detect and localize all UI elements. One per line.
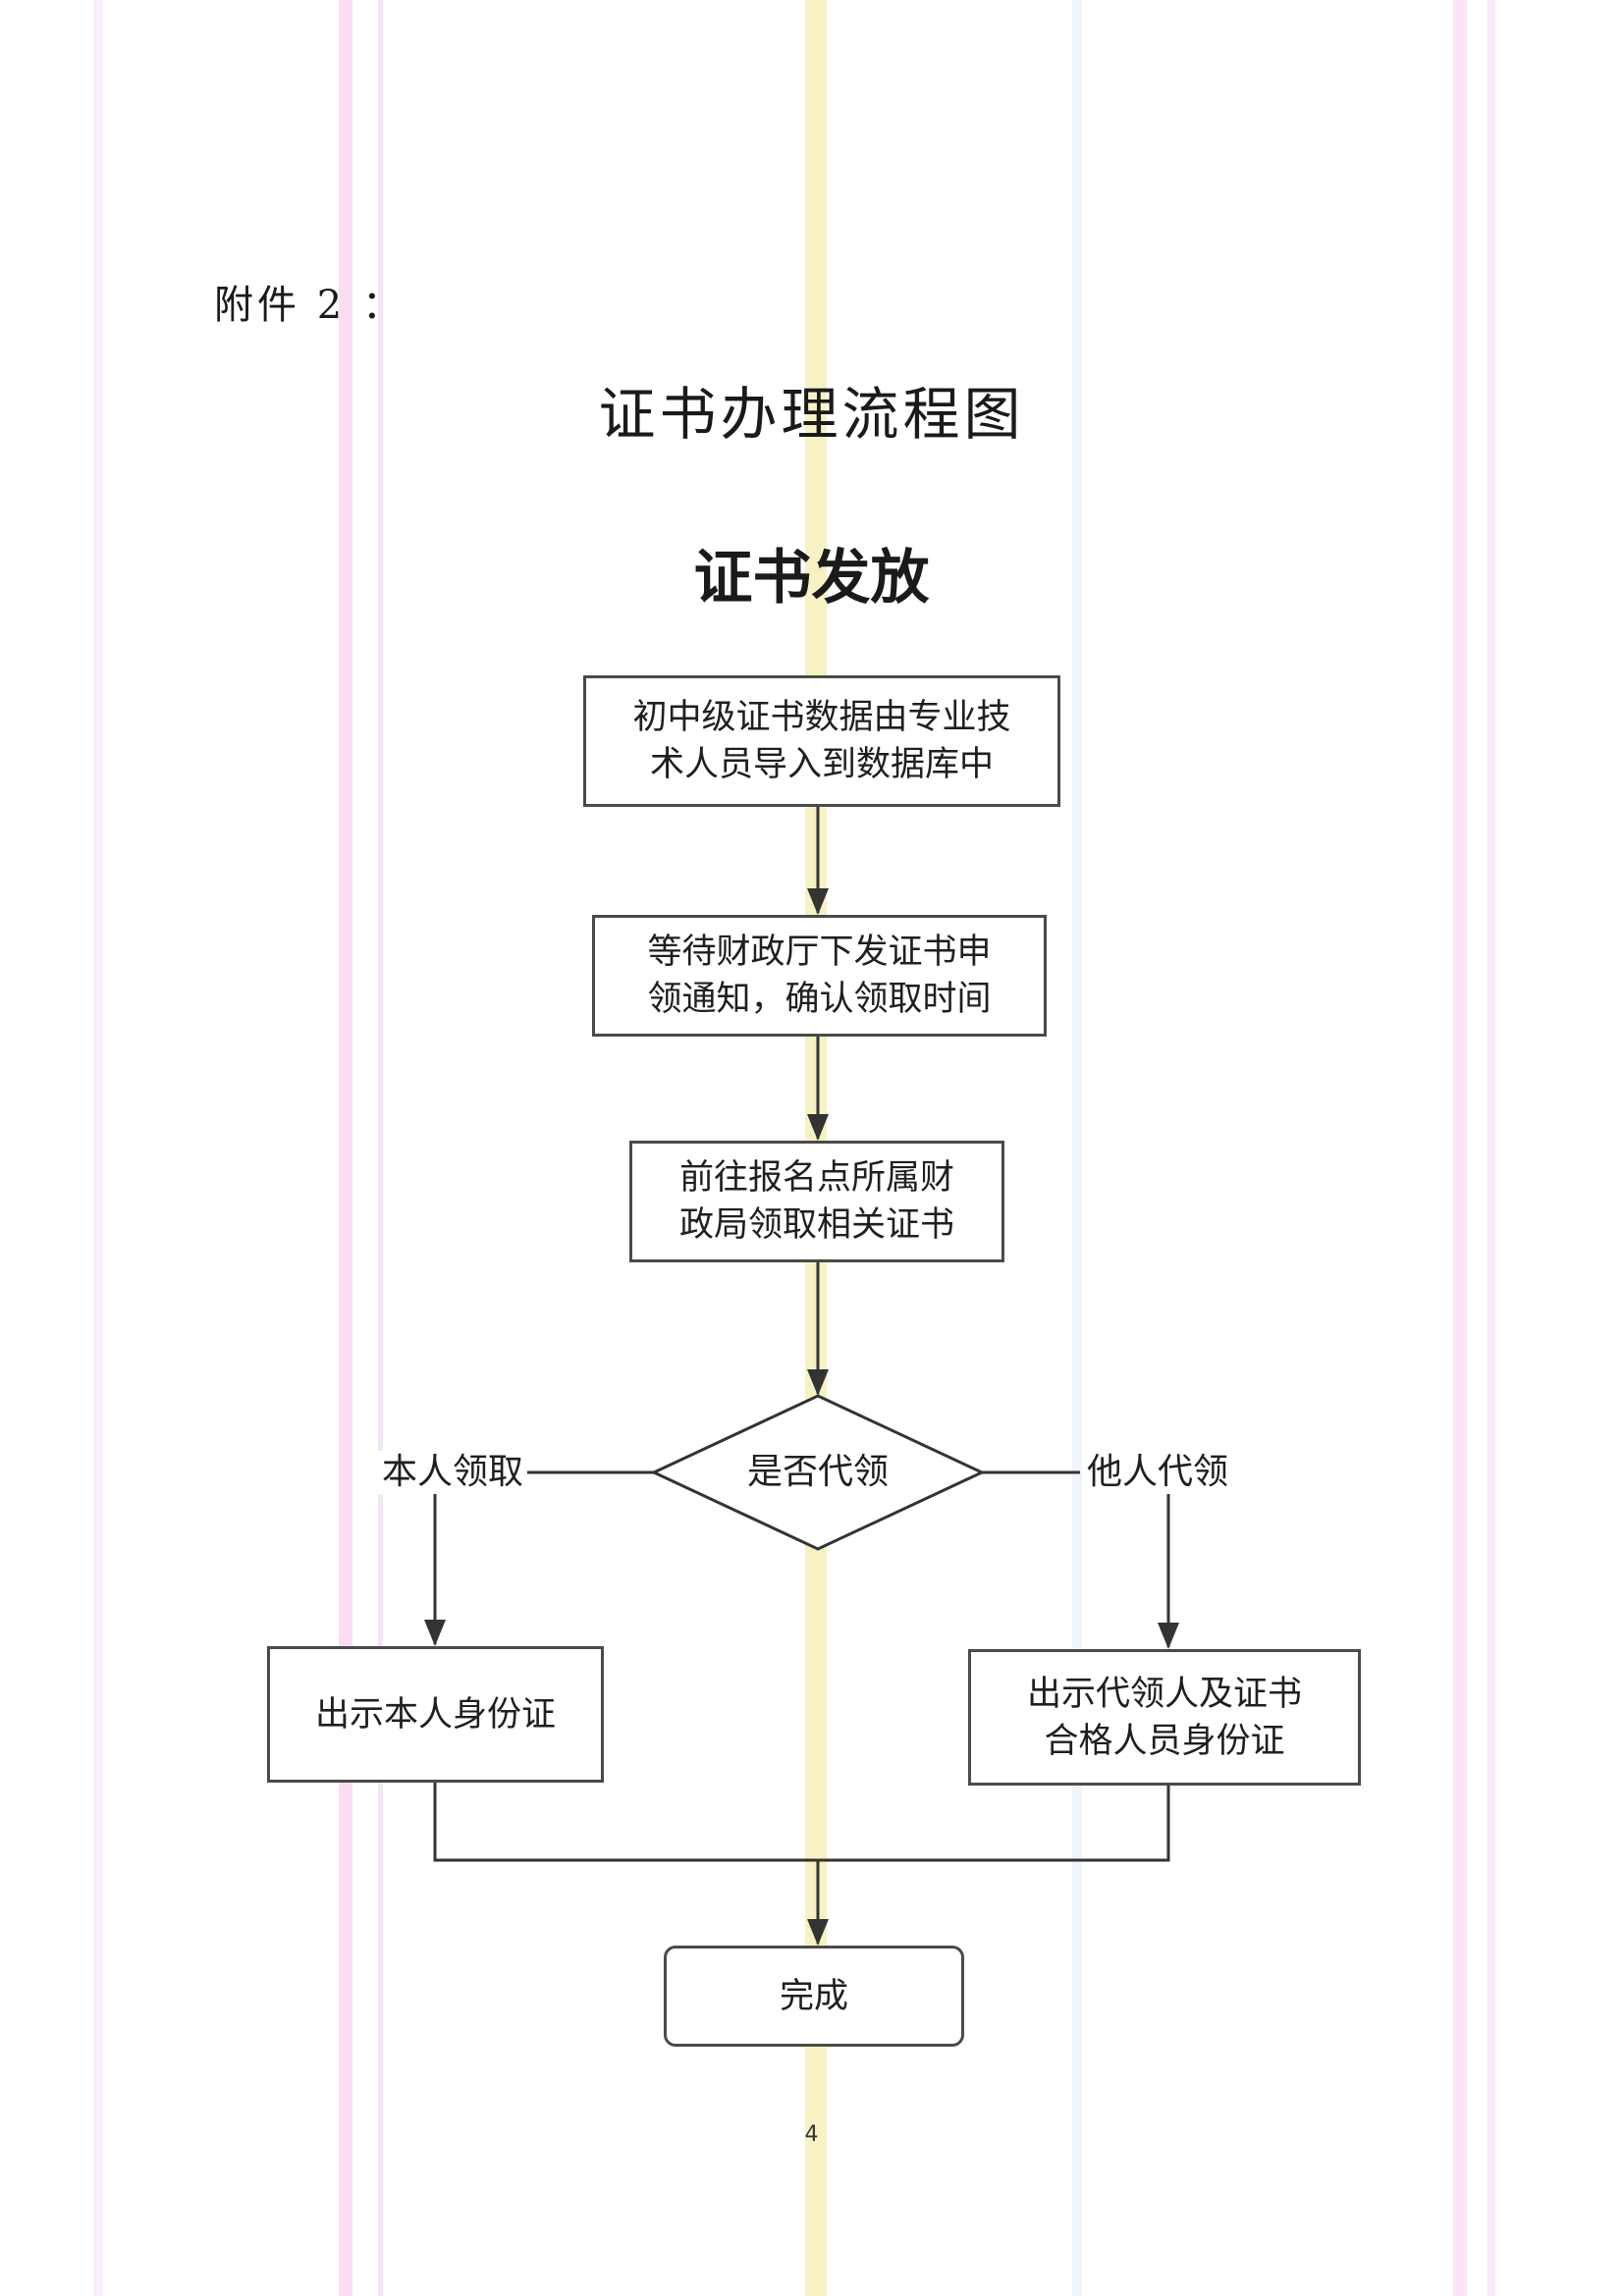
- end-node: 完成: [664, 1946, 964, 2047]
- step-show-proxy-id: 出示代领人及证书 合格人员身份证: [968, 1649, 1361, 1786]
- arrowhead: [807, 888, 829, 915]
- end-text: 完成: [779, 1976, 848, 2016]
- page-number: 4: [804, 2122, 819, 2147]
- step-import-data: 初中级证书数据由专业技 术人员导入到数据库中: [583, 675, 1060, 807]
- decision-diamond: [650, 1394, 986, 1551]
- step-show-own-id: 出示本人身份证: [267, 1646, 604, 1783]
- step-wait-notice: 等待财政厅下发证书申 领通知，确认领取时间: [592, 915, 1047, 1037]
- step-text: 政局领取相关证书: [678, 1205, 954, 1245]
- arrowhead: [807, 1369, 829, 1396]
- branch-label-self: 本人领取: [378, 1451, 528, 1494]
- step-text: 术人员导入到数据库中: [649, 745, 994, 784]
- step-text: 领通知，确认领取时间: [647, 980, 992, 1019]
- flowchart-title: 证书发放: [693, 544, 930, 613]
- step-text: 初中级证书数据由专业技: [632, 698, 1011, 737]
- arrowhead: [1158, 1623, 1179, 1649]
- merge-line: [433, 1782, 1170, 1862]
- arrowhead: [807, 1114, 829, 1141]
- arrowhead: [424, 1620, 446, 1646]
- arrowhead: [807, 1919, 829, 1946]
- decision-label: 是否代领: [746, 1452, 889, 1492]
- step-text: 前往报名点所属财: [678, 1158, 954, 1198]
- step-text: 出示代领人及证书: [1026, 1674, 1302, 1714]
- step-text: 出示本人身份证: [314, 1694, 556, 1735]
- attachment-label: 附件 2 ：: [214, 283, 406, 328]
- branch-label-proxy: 他人代领: [1083, 1451, 1233, 1494]
- step-text: 等待财政厅下发证书申: [647, 933, 992, 972]
- page-title: 证书办理流程图: [598, 381, 1025, 448]
- step-collect-certificate: 前往报名点所属财 政局领取相关证书: [629, 1141, 1004, 1262]
- step-text: 合格人员身份证: [1044, 1721, 1285, 1761]
